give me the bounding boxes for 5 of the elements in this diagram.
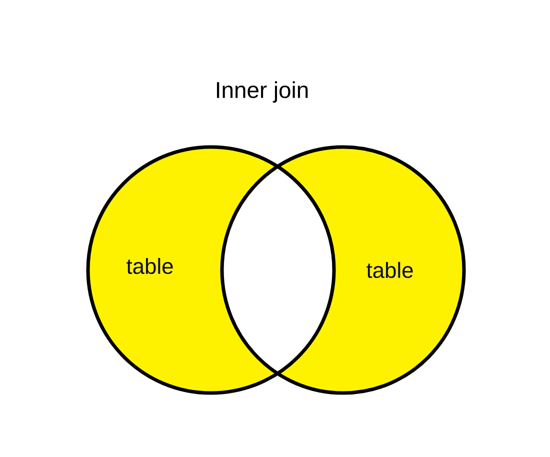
venn-circle bbox=[220, 145, 466, 395]
node-label: table bbox=[126, 258, 173, 274]
title: Inner join bbox=[216, 81, 308, 103]
node-label: table bbox=[366, 262, 413, 278]
venn-circle bbox=[86, 145, 336, 395]
